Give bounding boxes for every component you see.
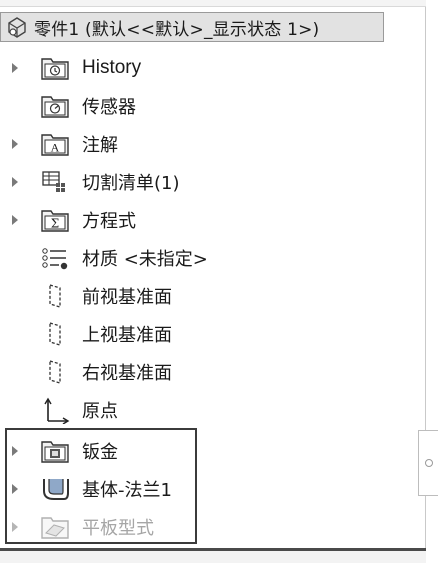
tree-item-label: History [82,57,142,78]
expand-arrow-icon[interactable] [12,215,18,225]
plane-icon [49,360,61,384]
tree-item-label: 方程式 [82,211,136,232]
equation-folder-icon: Σ [41,210,69,232]
tree-item-equations[interactable]: Σ 方程式 [0,202,380,238]
tree-item-top-plane[interactable]: 上视基准面 [0,316,380,352]
tree-item-annotations[interactable]: A 注解 [0,126,380,162]
plane-icon [49,322,61,346]
root-label: 零件1 (默认<<默认>_显示状态 1>) [34,19,320,40]
expand-arrow-icon[interactable] [12,484,18,494]
cut-list-icon [42,171,65,192]
tree-item-base-flange[interactable]: 基体-法兰1 [0,471,380,507]
tree-item-right-plane[interactable]: 右视基准面 [0,354,380,390]
tree-header-strip [0,0,426,7]
tree-item-sheet-metal[interactable]: 钣金 [0,433,380,469]
tree-item-history[interactable]: History [0,50,380,86]
annotation-folder-icon: A [41,134,69,156]
handle-grip-icon [425,459,433,467]
plane-icon [49,284,61,308]
svg-text:Σ: Σ [51,217,59,231]
tree-item-label: 材质 <未指定> [82,249,208,270]
tree-item-label: 原点 [82,401,118,422]
history-folder-icon [41,58,69,80]
base-flange-icon [43,479,69,500]
expand-arrow-icon[interactable] [12,522,18,532]
tree-item-label: 传感器 [82,97,136,118]
expand-arrow-icon[interactable] [12,446,18,456]
svg-text:A: A [51,141,60,155]
tree-item-origin[interactable]: 原点 [0,392,380,428]
tree-item-label: 钣金 [82,442,118,463]
tree-item-flat-pattern[interactable]: 平板型式 [0,509,380,545]
expand-arrow-icon[interactable] [12,177,18,187]
origin-icon [44,397,70,424]
tree-item-label: 基体-法兰1 [82,480,172,501]
tree-item-label: 注解 [82,135,118,156]
sheet-metal-folder-icon [41,441,69,463]
tree-item-label: 前视基准面 [82,287,172,308]
bottom-area [0,551,426,563]
expand-arrow-icon[interactable] [12,139,18,149]
tree-item-label: 右视基准面 [82,363,172,384]
tree-item-cut-list[interactable]: 切割清单(1) [0,164,380,200]
sensor-folder-icon [41,96,69,118]
tree-item-front-plane[interactable]: 前视基准面 [0,278,380,314]
tree-item-label: 上视基准面 [82,325,172,346]
tree-item-label: 切割清单(1) [82,173,180,194]
tree-item-material[interactable]: 材质 <未指定> [0,240,380,276]
bottom-divider [0,548,426,551]
flat-pattern-icon [41,517,69,539]
tree-root-part[interactable]: 零件1 (默认<<默认>_显示状态 1>) [0,12,384,42]
tree-item-label: 平板型式 [82,518,154,539]
expand-arrow-icon[interactable] [12,63,18,73]
tree-item-sensors[interactable]: 传感器 [0,88,380,124]
feature-manager-tree: 零件1 (默认<<默认>_显示状态 1>) History 传感器 A 注解 [0,0,426,563]
part-icon [8,17,26,38]
material-icon [42,248,68,270]
panel-resize-handle[interactable] [418,430,438,496]
